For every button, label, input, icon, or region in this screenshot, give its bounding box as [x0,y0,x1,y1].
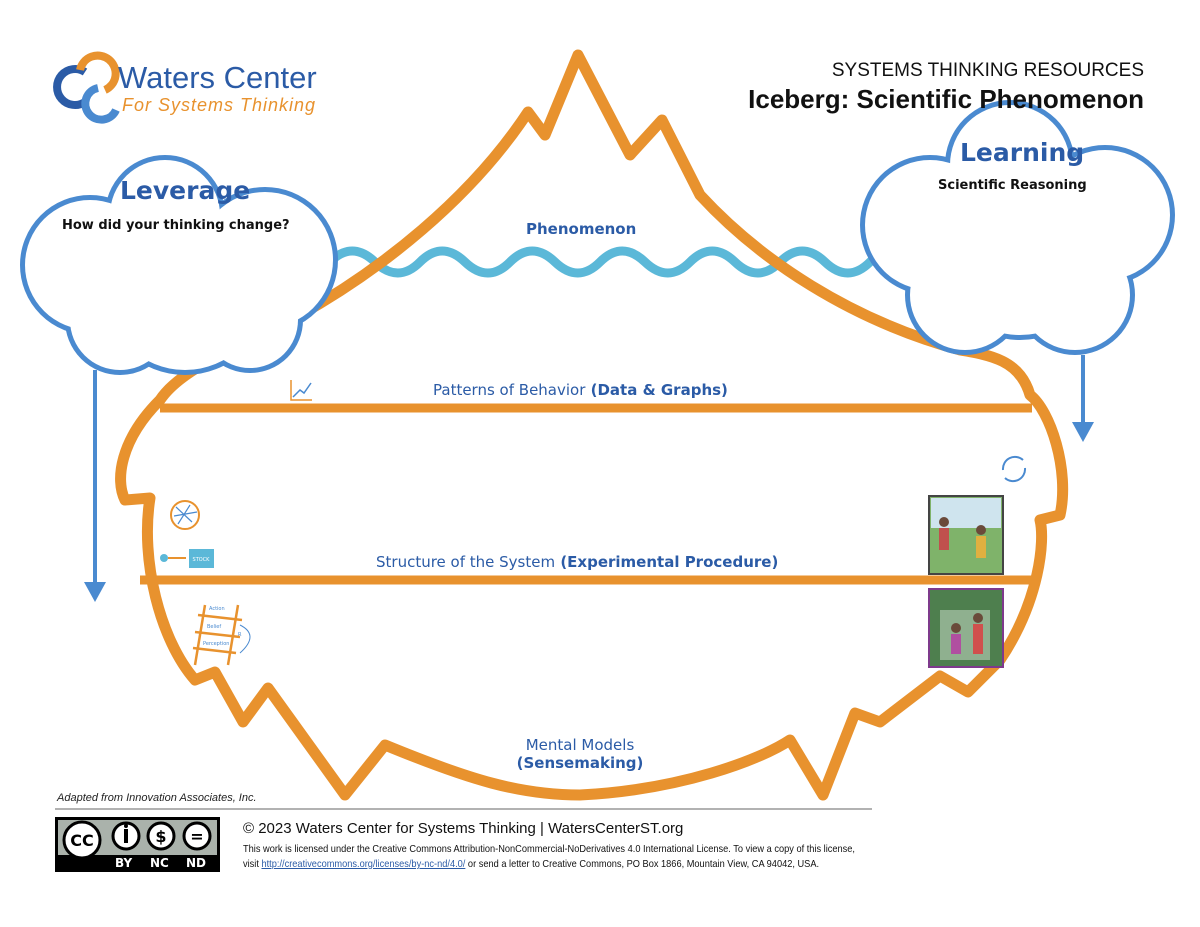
header-kicker: SYSTEMS THINKING RESOURCES [831,60,1144,81]
phenomenon-label: Phenomenon [526,220,637,238]
cc-nd-label: ND [186,856,207,870]
leverage-cloud [20,155,338,375]
patterns-subtitle: (Data & Graphs) [590,381,728,399]
license-address: or send a letter to Creative Commons, PO… [465,858,820,870]
leverage-prompt: How did your thinking change? [62,218,290,233]
cc-by-label: BY [115,856,133,870]
learning-cloud [860,100,1175,355]
license-line-1: This work is licensed under the Creative… [243,843,855,855]
mental-models-subtitle: (Sensemaking) [516,754,644,772]
svg-text:$: $ [155,827,166,846]
family-window-illustration [928,588,1004,668]
patterns-title: Patterns of Behavior [433,381,586,399]
structure-label: Structure of the System (Experimental Pr… [376,553,778,571]
mental-models-title: Mental Models [525,736,635,754]
cc-license-badge[interactable]: CC $ = [55,817,220,872]
logo-tagline: For Systems Thinking [122,95,317,115]
line-graph-icon [290,380,312,401]
structure-subtitle: (Experimental Procedure) [560,553,779,571]
license-link[interactable]: http://creativecommons.org/licenses/by-n… [261,858,466,870]
mental-models-label: Mental Models (Sensemaking) [500,736,660,772]
structure-title: Structure of the System [376,553,556,571]
learning-prompt: Scientific Reasoning [938,178,1087,193]
logo-mark [53,51,120,124]
leverage-title: Leverage [120,176,251,205]
connection-circle-icon [170,500,200,530]
stock-label: STOCK [193,557,211,563]
feedback-loop-icon [1001,455,1027,483]
learning-title: Learning [960,138,1085,167]
page-title: Iceberg: Scientific Phenomenon [748,84,1144,114]
patterns-label: Patterns of Behavior (Data & Graphs) [433,381,728,399]
license-visit: visit [243,858,262,870]
copyright: © 2023 Waters Center for Systems Thinkin… [243,820,684,837]
license-line-2: visit http://creativecommons.org/license… [243,857,855,872]
cc-nc-label: NC [150,856,169,870]
svg-text:CC: CC [70,831,93,850]
attribution: Adapted from Innovation Associates, Inc. [57,792,257,804]
ladder-action: Action [209,606,225,612]
learning-arrow [1072,355,1094,442]
leverage-arrow [84,370,106,602]
water-wave [326,246,919,278]
ladder-perception: Perception [203,641,230,647]
logo-name: Waters Center [118,60,317,95]
license-text: This work is licensed under the Creative… [243,842,855,872]
ladder-of-inference-icon [192,604,251,666]
svg-text:=: = [190,827,203,846]
stock-flow-icon: STOCK [160,549,214,568]
ladder-belief: Belief [207,624,222,630]
ladder-loop-label: R [238,632,242,638]
kids-kite-illustration [928,495,1004,575]
